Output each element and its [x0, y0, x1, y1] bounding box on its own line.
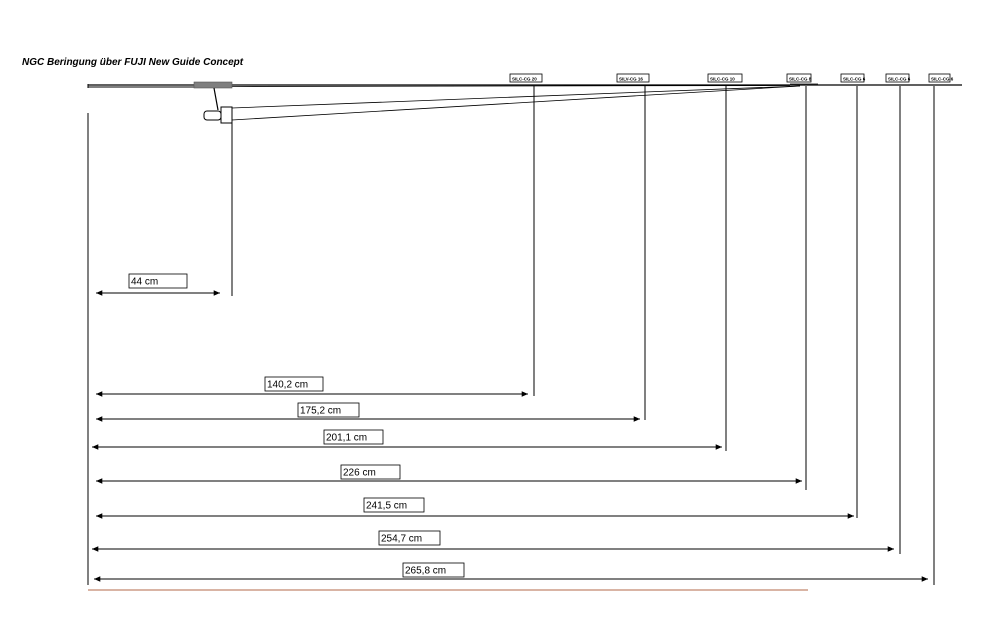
- dimension-label-box: [297, 402, 360, 418]
- reel-spool: [203, 110, 222, 121]
- dimension-label-box: [264, 376, 324, 392]
- guide-label: SiLC-CG 20: [512, 77, 537, 82]
- dimension-label: 201,1 cm: [326, 433, 367, 444]
- guides-layer: SiLC-CG 20 SiLV-CG 16 SiLC-CG 10 SiLC-CG 8 S…: [231, 73, 954, 585]
- dimension-8: 265,8 cm: [94, 562, 928, 582]
- guide-4: SiLC-CG 8: [786, 73, 812, 490]
- fishing-line-upper: [231, 85, 801, 109]
- guide-3: SiLC-CG 10: [707, 73, 743, 451]
- dimensions-layer: 44 cm 140,2 cm 175,2 cm 201,1 cm 226 cm 241,5…: [92, 273, 928, 582]
- guide-label-box: [509, 73, 543, 83]
- dimension-label-box: [340, 464, 401, 480]
- guide-label: SiLC-CG 6: [888, 77, 911, 82]
- guide-label-box: [928, 73, 951, 83]
- guide-7: SiLC-CG 6: [928, 73, 954, 585]
- rod-taper-lower: [231, 85, 791, 87]
- dimension-label-box: [363, 497, 425, 513]
- dimension-2: 140,2 cm: [96, 376, 528, 397]
- guide-label: SiLC-CG 8: [789, 77, 812, 82]
- dimension-5: 226 cm: [96, 464, 802, 484]
- dimension-label: 140,2 cm: [267, 380, 308, 391]
- reel-body: [220, 106, 233, 124]
- guide-label-box: [786, 73, 812, 83]
- reel-seat: [193, 81, 233, 89]
- dimension-label: 265,8 cm: [405, 566, 446, 577]
- guide-6: SiLC-CG 6: [885, 73, 911, 554]
- dimension-3: 175,2 cm: [96, 402, 640, 422]
- dimension-6: 241,5 cm: [96, 497, 854, 519]
- guide-5: SiLC-CG 6: [840, 73, 866, 518]
- guide-label: SiLC-CG 6: [931, 77, 954, 82]
- fishing-line-lower: [231, 85, 801, 121]
- guide-1: SiLC-CG 20: [509, 73, 543, 396]
- dimension-label-box: [323, 429, 384, 445]
- dimension-label: 226 cm: [343, 468, 376, 479]
- guide-label: SiLC-CG 10: [710, 77, 735, 82]
- guide-label-box: [885, 73, 910, 83]
- dimension-1: 44 cm: [96, 273, 220, 296]
- guide-label-box: [707, 73, 743, 83]
- guide-label: SiLV-CG 16: [619, 77, 643, 82]
- guide-2: SiLV-CG 16: [616, 73, 650, 420]
- guide-label: SiLC-CG 6: [843, 77, 866, 82]
- dimension-label: 175,2 cm: [300, 406, 341, 417]
- reel-stem: [213, 87, 219, 111]
- dimension-label: 44 cm: [131, 277, 158, 288]
- guide-label-box: [840, 73, 865, 83]
- dimension-label: 241,5 cm: [366, 501, 407, 512]
- dimension-7: 254,7 cm: [92, 530, 894, 552]
- diagram-title: NGC Beringung über FUJI New Guide Concep…: [22, 57, 244, 68]
- dimension-4: 201,1 cm: [92, 429, 722, 450]
- dimension-label-box: [402, 562, 465, 578]
- guide-label-box: [616, 73, 650, 83]
- dimension-label-box: [378, 530, 441, 546]
- dimension-label-box: [128, 273, 188, 289]
- dimension-label: 254,7 cm: [381, 534, 422, 545]
